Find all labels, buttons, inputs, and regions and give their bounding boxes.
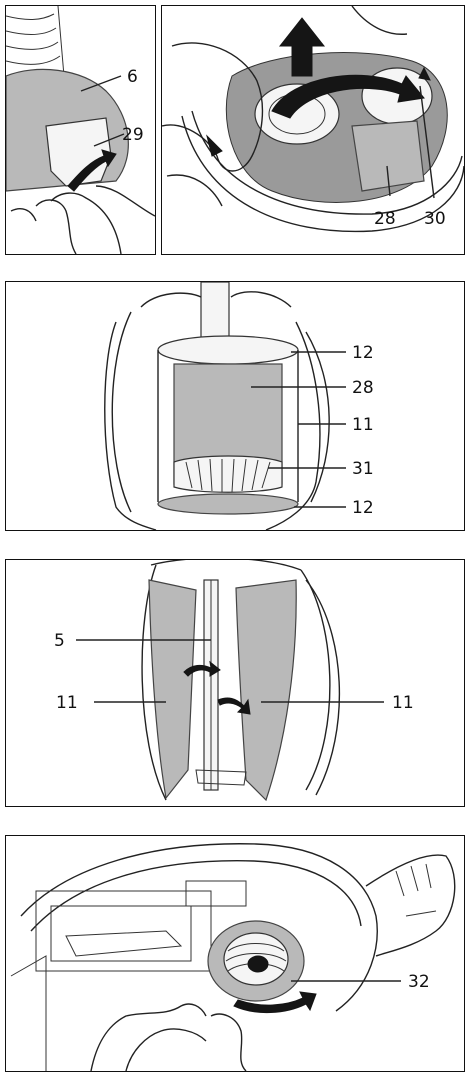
lift-arrow-shape: [278, 17, 326, 77]
release-arrow-shape: [67, 149, 117, 192]
callout-29: 29: [122, 125, 144, 145]
panel-shell-halves: 5 11 11: [5, 559, 465, 807]
filter-cylinder-illustration: 12 28 11 31 12: [104, 282, 374, 530]
callout-28-filter: 28: [352, 378, 374, 398]
panel-filter-cylinder: 12 28 11 31 12: [5, 281, 465, 531]
cover-release-illustration: 6 29: [6, 6, 155, 254]
panel-cover-release: 6 29: [5, 5, 156, 255]
callout-28: 28: [374, 209, 396, 229]
center-opening-shape: [254, 83, 340, 145]
filter-element-shape: [351, 120, 425, 192]
panel-hose-connector: 32: [5, 835, 465, 1072]
panel-cartridge-removal: 28 30: [161, 5, 465, 255]
twist-arrow-shape: [233, 991, 317, 1014]
hose-connector-illustration: 32: [10, 843, 456, 1071]
right-shell-shape: [235, 579, 297, 802]
callout-11-cylinder: 11: [352, 415, 374, 435]
callout-32: 32: [408, 972, 430, 992]
callout-30: 30: [424, 209, 446, 229]
callout-11-right: 11: [392, 693, 414, 713]
left-shell-shape: [148, 579, 197, 800]
callout-12-bottom: 12: [352, 498, 374, 518]
rotate-arrow-shape: [271, 74, 425, 119]
bottom-seal-ring-shape: [157, 493, 299, 515]
callout-5: 5: [54, 631, 65, 651]
callout-6: 6: [127, 67, 138, 87]
cartridge-removal-illustration: 28 30: [162, 6, 464, 233]
callout-12-top: 12: [352, 343, 374, 363]
callout-31: 31: [352, 459, 374, 479]
callout-11-left: 11: [56, 693, 78, 713]
top-seal-ring-shape: [157, 335, 299, 365]
shell-halves-illustration: 5 11 11: [54, 560, 414, 802]
